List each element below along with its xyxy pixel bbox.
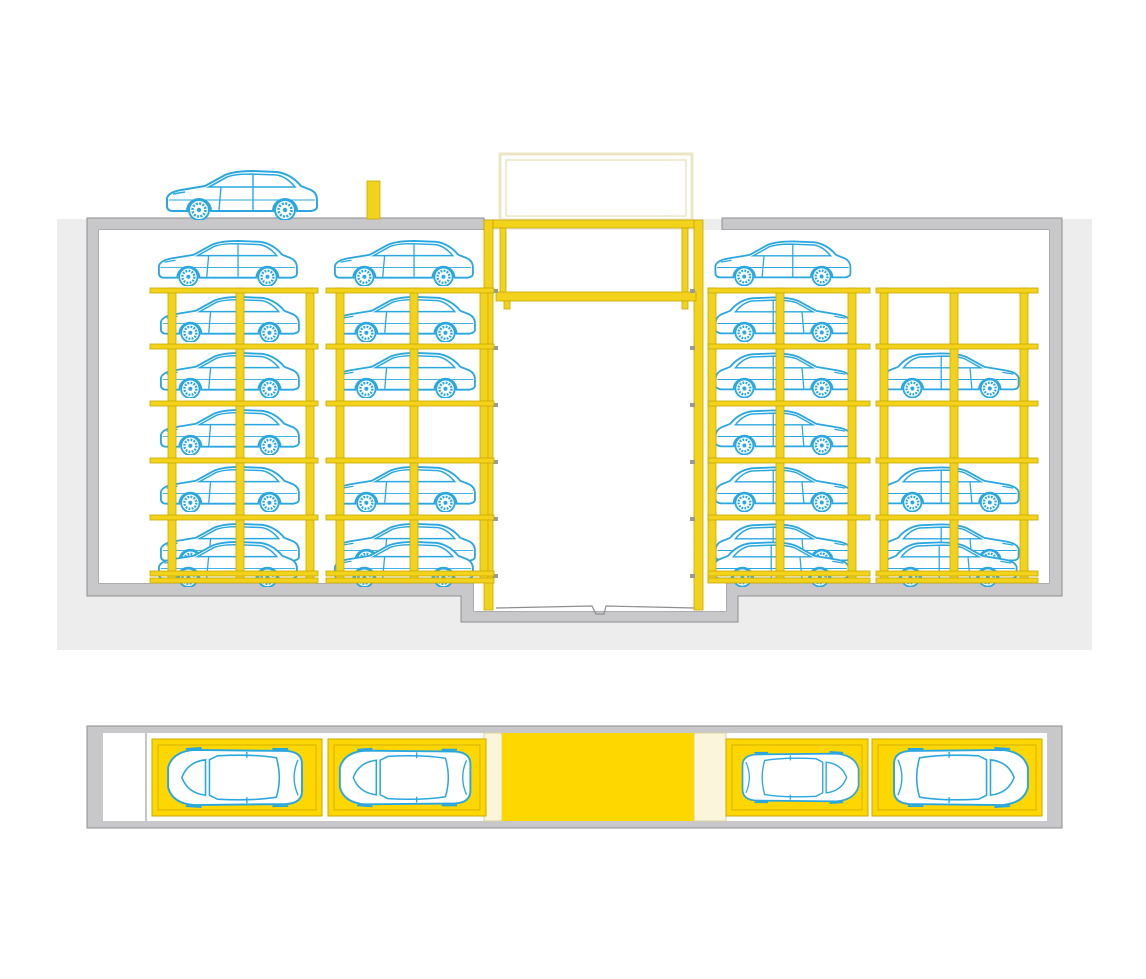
bay-2-car — [338, 747, 472, 808]
bay-3-car-shape — [741, 750, 860, 805]
bay-2-car-shape — [338, 747, 472, 808]
bay-2 — [327, 738, 487, 817]
rack-4-shelf — [875, 514, 1039, 521]
plan-lift-side-right — [693, 732, 727, 822]
rack-2-column — [479, 287, 489, 583]
lift-top-beam — [492, 219, 695, 229]
lift-platform — [495, 291, 697, 302]
control-post — [366, 180, 381, 220]
lift-guide-pin — [493, 517, 498, 521]
lift-column-right — [693, 219, 704, 611]
rack-2-column — [335, 287, 345, 583]
lift-platform-foot-left — [503, 300, 511, 310]
rack-1-shelf — [149, 570, 319, 577]
bay-4 — [871, 738, 1043, 817]
rack-4-shelf — [875, 457, 1039, 464]
bay-1-car — [167, 746, 304, 809]
lift-guide-pin — [690, 574, 695, 578]
entry-frame — [498, 152, 694, 222]
rack-2-shelf — [325, 400, 495, 407]
lift-platform-foot-right — [681, 300, 689, 310]
rack-2-shelf — [325, 570, 495, 577]
bay-1-car-shape — [167, 746, 304, 809]
section-view — [57, 152, 1092, 650]
plan-lift-platform — [502, 733, 694, 821]
rack-3 — [707, 240, 871, 587]
lift-guide-pin — [493, 289, 498, 293]
rack-2-shelf — [325, 287, 495, 294]
surface-car — [165, 170, 319, 220]
rack-4-column — [879, 287, 889, 583]
rack-2-shelf — [325, 343, 495, 350]
lift-well-floor — [495, 605, 695, 615]
rack-4-shelf — [875, 287, 1039, 294]
rack-4-base — [875, 577, 1039, 584]
lift-guide-pin — [493, 346, 498, 350]
rack-4 — [875, 287, 1039, 587]
bay-4-car — [892, 746, 1029, 809]
bay-1-platform-inner — [157, 744, 317, 811]
rack-3-column — [775, 287, 785, 583]
rack-3-column — [847, 287, 857, 583]
rack-2-base — [325, 577, 495, 584]
lift-guide-pin — [690, 289, 695, 293]
rack-2 — [325, 240, 495, 587]
lift-guide-pin — [493, 460, 498, 464]
rack-4-shelf — [875, 343, 1039, 350]
rack-3-column — [707, 287, 717, 583]
plan-view — [86, 725, 1063, 829]
rack-2-shelf — [325, 457, 495, 464]
rack-3-base — [707, 577, 871, 584]
rack-1-shelf — [149, 457, 319, 464]
lift-hanger-right — [681, 227, 689, 301]
rack-1 — [149, 240, 319, 587]
rack-1-column — [167, 287, 177, 583]
bay-3-platform-inner — [731, 744, 863, 811]
rack-4-column — [949, 287, 959, 583]
rack-1-column — [305, 287, 315, 583]
bay-3-car — [741, 750, 860, 805]
rack-3-shelf — [707, 343, 871, 350]
rack-1-base — [149, 577, 319, 584]
entry-frame-inner — [505, 159, 687, 217]
lift-guide-pin — [690, 403, 695, 407]
rack-1-shelf — [149, 400, 319, 407]
rack-1-shelf — [149, 343, 319, 350]
plan-lift-side-left — [483, 732, 503, 822]
lift-guide-pin — [690, 346, 695, 350]
lift-guide-pin — [493, 574, 498, 578]
rack-3-shelf — [707, 287, 871, 294]
rack-1-shelf — [149, 514, 319, 521]
lift-guide-pin — [493, 403, 498, 407]
rack-4-shelf — [875, 400, 1039, 407]
bay-3 — [725, 738, 869, 817]
rack-2-column — [409, 287, 419, 583]
rack-1-column — [235, 287, 245, 583]
rack-3-shelf — [707, 400, 871, 407]
rack-4-shelf — [875, 570, 1039, 577]
lift-guide-pin — [690, 517, 695, 521]
rack-1-shelf — [149, 287, 319, 294]
bay-4-platform-inner — [877, 744, 1037, 811]
lift-hanger-left — [499, 227, 507, 301]
bay-2-platform-inner — [333, 744, 481, 811]
rack-3-shelf — [707, 514, 871, 521]
rack-3-shelf — [707, 457, 871, 464]
rack-2-shelf — [325, 514, 495, 521]
surface-car-shape — [165, 170, 319, 220]
lift-guide-pin — [690, 460, 695, 464]
bay-4-car-shape — [892, 746, 1029, 809]
bay-1 — [151, 738, 323, 817]
rack-4-column — [1019, 287, 1029, 583]
rack-3-shelf — [707, 570, 871, 577]
